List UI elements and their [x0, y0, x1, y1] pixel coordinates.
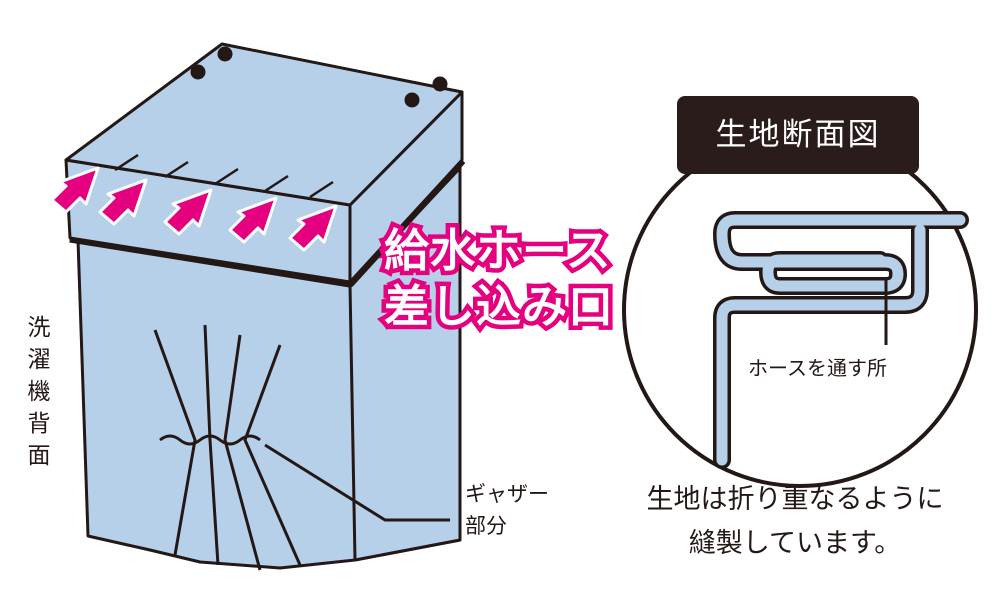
- fabric-section-fill: [716, 214, 966, 466]
- bolt: [404, 92, 420, 108]
- section-title-badge: 生地断面図: [677, 96, 919, 174]
- hose-inlet-label-line1: 給水ホース: [380, 220, 616, 282]
- sewing-note: 生地は折り重なるように 縫製しています。: [646, 484, 944, 559]
- gather-stitch: [159, 434, 261, 446]
- insert-arrow: [228, 196, 278, 244]
- bolt: [432, 76, 448, 92]
- insert-arrow: [98, 178, 148, 226]
- machine-back-label: 洗 濯 機 背 面: [27, 315, 51, 469]
- bolt: [190, 64, 206, 80]
- gather-pointer: [264, 443, 450, 522]
- insert-arrow: [50, 166, 100, 214]
- hose-path-label: ホースを通す所: [748, 356, 887, 380]
- lid-slits: [114, 153, 334, 199]
- gather-label: ギャザー 部分: [465, 482, 549, 538]
- lid-top: [64, 42, 464, 207]
- insert-arrow: [288, 204, 338, 252]
- bolt: [217, 46, 233, 62]
- insert-arrow: [163, 188, 213, 236]
- gather-folds: [153, 324, 302, 571]
- hose-inlet-label-line2: 差し込み口: [380, 276, 618, 338]
